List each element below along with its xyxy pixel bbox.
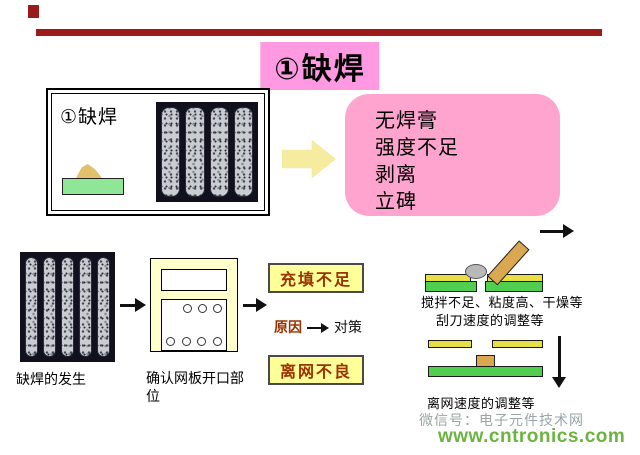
defect-overview-label: ①缺焊 — [60, 107, 119, 128]
defect-occurrence-photo — [20, 252, 115, 362]
paste-bar — [233, 107, 253, 197]
paste-bar — [61, 257, 74, 357]
stencil-bar-shape — [492, 340, 543, 348]
paste-bar — [79, 257, 92, 357]
result-line: 立碑 — [375, 191, 417, 213]
arrow-shaft — [120, 304, 137, 307]
flow-arrow-icon — [243, 298, 267, 312]
stencil-release-diagram — [428, 336, 543, 392]
squeegee-direction-arrow-icon — [540, 224, 574, 238]
pad-dot-row — [166, 304, 222, 313]
flow-arrow-icon — [120, 298, 146, 312]
pad-dot — [166, 337, 175, 346]
pad-layout-shape — [161, 299, 227, 351]
squeegee-printing-diagram — [425, 230, 543, 292]
arrow-head — [321, 322, 329, 333]
countermeasure-label: 对策 — [334, 319, 362, 335]
paste-blob-shape — [465, 264, 487, 279]
stencil-opening-shape — [161, 269, 227, 291]
cause-label: 原因 — [274, 319, 302, 335]
paste-bar — [25, 257, 38, 357]
pad-dot — [181, 337, 191, 346]
arrow-shaft — [540, 230, 565, 233]
paste-bar — [161, 107, 181, 197]
cause-measure-row: 原因 对策 — [274, 317, 362, 337]
arrow-shaft — [558, 336, 561, 379]
pad-dot — [183, 304, 192, 313]
stencil-bar-shape — [425, 274, 471, 282]
result-line: 无焊膏 — [375, 110, 438, 132]
pcb-pad-shape — [62, 178, 124, 195]
release-countermeasure-note: 离网速度的调整等 — [427, 396, 536, 411]
pcb-bar-shape — [428, 366, 543, 377]
tag-insufficient-fill: 充填不足 — [268, 263, 364, 293]
defect-result-box: 无焊膏 强度不足 剥离 立碑 — [345, 94, 560, 216]
arrow-shaft — [307, 326, 322, 329]
pad-dot — [198, 304, 207, 313]
wechat-watermark: 微信号：电子元件技术网 — [419, 412, 584, 428]
stencil-check-diagram — [150, 258, 238, 352]
fill-cause-note: 搅拌不足、粘度高、干燥等 — [421, 295, 584, 310]
solder-paste-photo — [156, 102, 258, 202]
block-arrow-icon — [282, 139, 336, 179]
caption-occurrence: 缺焊的发生 — [16, 371, 86, 387]
arrow-head — [563, 224, 574, 238]
defect-overview-box-inner: ①缺焊 — [51, 93, 265, 211]
result-line: 剥离 — [375, 164, 417, 186]
paste-bar — [97, 257, 110, 357]
top-divider-bar — [36, 29, 602, 36]
tag-poor-release: 离网不良 — [268, 355, 364, 385]
defect-overview-box: ①缺焊 — [46, 88, 270, 216]
stencil-bar-shape — [487, 274, 543, 282]
arrow-head — [135, 298, 146, 312]
pad-dot-row — [166, 337, 222, 346]
solder-fillet-shape — [76, 164, 102, 178]
page-title: ①缺焊 — [260, 42, 380, 90]
cause-arrow-icon — [307, 322, 329, 333]
pad-dot — [213, 304, 222, 313]
caption-stencil-check: 确认网板开口部位 — [146, 370, 244, 404]
pcb-bar-shape — [425, 281, 477, 292]
pad-dot — [212, 337, 222, 346]
arrow-head — [552, 377, 566, 388]
site-watermark: www.cntronics.com — [438, 426, 626, 447]
paste-bar — [185, 107, 205, 197]
paste-bar — [209, 107, 229, 197]
stencil-bar-shape — [428, 340, 472, 348]
arrow-shaft — [243, 304, 258, 307]
release-direction-arrow-icon — [552, 336, 566, 388]
solder-pad-icon — [62, 160, 126, 196]
pad-dot — [197, 337, 207, 346]
arrow-head — [256, 298, 267, 312]
top-left-accent-square — [28, 5, 39, 18]
fill-countermeasure-note: 刮刀速度的调整等 — [436, 313, 545, 328]
result-line: 强度不足 — [375, 137, 459, 159]
paste-bar — [43, 257, 56, 357]
